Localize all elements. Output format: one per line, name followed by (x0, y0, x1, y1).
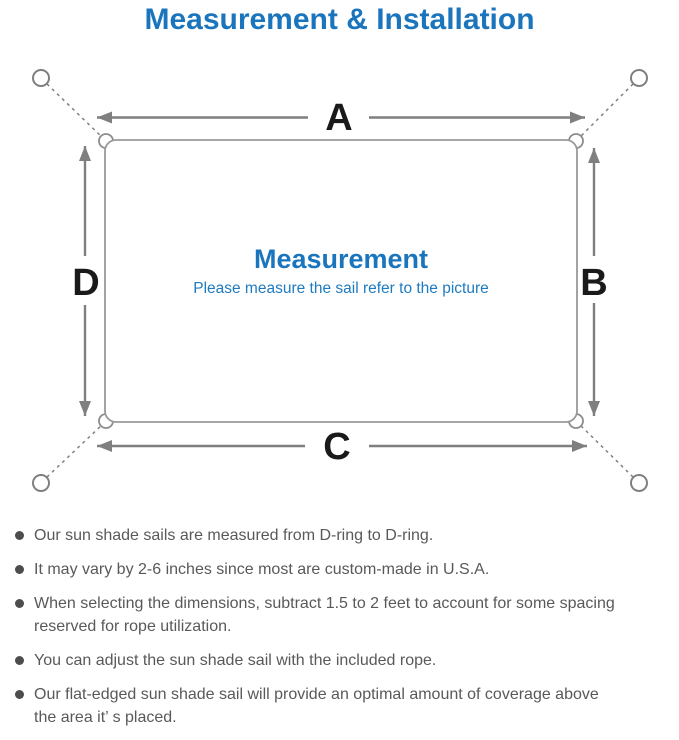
rope-dashed-line-top-left (46, 83, 105, 140)
anchor-ring-icon-bottom-left (32, 474, 50, 492)
note-text: It may vary by 2-6 inches since most are… (34, 561, 490, 578)
bullet-icon (15, 599, 24, 608)
dimension-label-c: C (323, 426, 350, 468)
note-text: You can adjust the sun shade sail with t… (34, 652, 437, 669)
list-item: When selecting the dimensions, subtract … (12, 592, 672, 638)
list-item: Our sun shade sails are measured from D-… (12, 524, 672, 547)
bullet-icon (15, 690, 24, 699)
note-text: Our flat-edged sun shade sail will provi… (34, 686, 599, 726)
anchor-ring-icon-top-right (630, 69, 648, 87)
bullet-icon (15, 565, 24, 574)
anchor-ring-icon-bottom-right (630, 474, 648, 492)
dimension-label-b: B (580, 262, 607, 304)
list-item: You can adjust the sun shade sail with t… (12, 649, 672, 672)
sail-rectangle (104, 139, 578, 423)
page-title: Measurement & Installation (144, 3, 535, 36)
diagram-center-title: Measurement (254, 244, 428, 274)
dimension-label-d: D (72, 262, 99, 304)
bullet-icon (15, 656, 24, 665)
measurement-notes-list: Our sun shade sails are measured from D-… (12, 524, 672, 740)
anchor-ring-icon-top-left (32, 69, 50, 87)
list-item: Our flat-edged sun shade sail will provi… (12, 683, 672, 729)
rope-dashed-line-bottom-left (46, 422, 105, 478)
rope-dashed-line-top-right (577, 83, 634, 140)
dimension-label-a: A (325, 97, 352, 139)
list-item: It may vary by 2-6 inches since most are… (12, 558, 672, 581)
note-text: When selecting the dimensions, subtract … (34, 595, 615, 635)
diagram-center-subtitle: Please measure the sail refer to the pic… (193, 280, 489, 297)
note-text: Our sun shade sails are measured from D-… (34, 527, 434, 544)
bullet-icon (15, 531, 24, 540)
rope-dashed-line-bottom-right (577, 422, 634, 478)
